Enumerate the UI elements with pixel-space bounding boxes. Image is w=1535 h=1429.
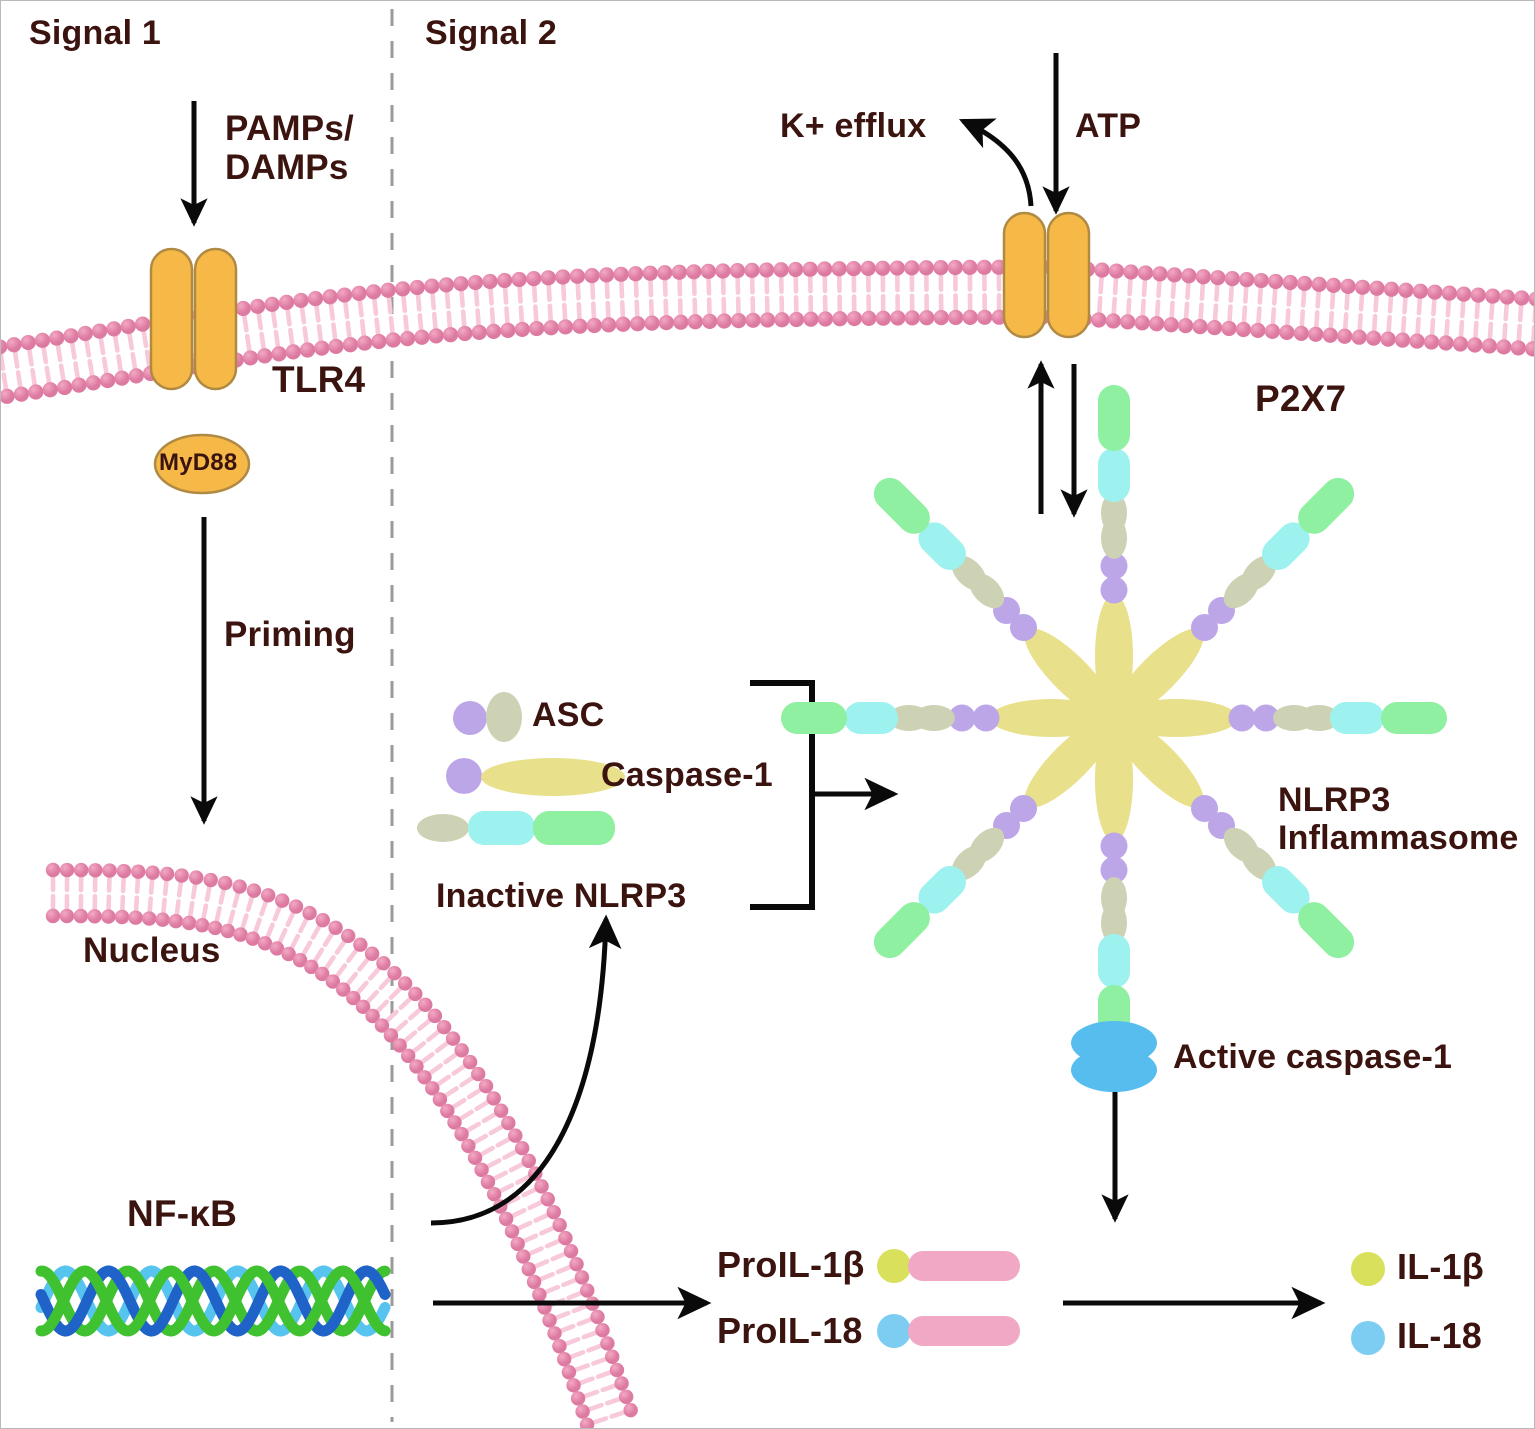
label-caspase-1: Caspase-1 [601, 756, 773, 794]
section-label-signal2: Signal 2 [425, 14, 557, 52]
dna-double-helix-icon [35, 1265, 391, 1337]
active-caspase-1-icon [1071, 1021, 1157, 1092]
tlr4-receptor-icon [149, 247, 238, 391]
nuclear-membrane-icon [45, 862, 638, 1428]
label-p2x7: P2X7 [1255, 378, 1347, 419]
nlrp3-inflammasome-wheel-icon [781, 385, 1447, 1051]
legend-asc-icon [453, 692, 522, 742]
il-18-icon [1351, 1321, 1385, 1355]
myd88-icon [153, 433, 251, 495]
arrow-nfkb-to-nlrp3 [430, 914, 622, 1226]
label-tlr4: TLR4 [272, 359, 366, 400]
proil-1b-icon [877, 1249, 1020, 1283]
p2x7-receptor-icon [1002, 211, 1091, 339]
legend-inactive-nlrp3-icon [417, 811, 615, 845]
label-il-1b: IL-1β [1397, 1246, 1484, 1287]
label-il-18: IL-18 [1397, 1315, 1483, 1356]
section-label-signal1: Signal 1 [29, 14, 161, 52]
label-k-efflux: K+ efflux [780, 107, 927, 145]
grouping-bracket-icon [750, 680, 815, 910]
label-pamps-damps: PAMPs/ DAMPs [225, 109, 354, 188]
legend-caspase1-icon [446, 758, 625, 796]
label-myd88: MyD88 [159, 449, 238, 476]
label-nucleus: Nucleus [83, 931, 221, 970]
label-nfkb: NF-κB [127, 1193, 237, 1234]
label-asc: ASC [532, 696, 605, 734]
proil-18-icon [877, 1314, 1020, 1348]
label-priming: Priming [224, 615, 356, 654]
label-nlrp3-inflammasome: NLRP3 Inflammasome [1278, 781, 1519, 858]
label-inactive-nlrp3: Inactive NLRP3 [436, 877, 687, 915]
arrow-k-efflux [958, 118, 1034, 207]
il-1b-icon [1351, 1252, 1385, 1286]
label-active-caspase-1: Active caspase-1 [1173, 1038, 1453, 1076]
label-proil-18: ProIL-18 [717, 1310, 863, 1351]
label-proil-1b: ProIL-1β [717, 1244, 865, 1285]
label-atp: ATP [1075, 107, 1142, 145]
